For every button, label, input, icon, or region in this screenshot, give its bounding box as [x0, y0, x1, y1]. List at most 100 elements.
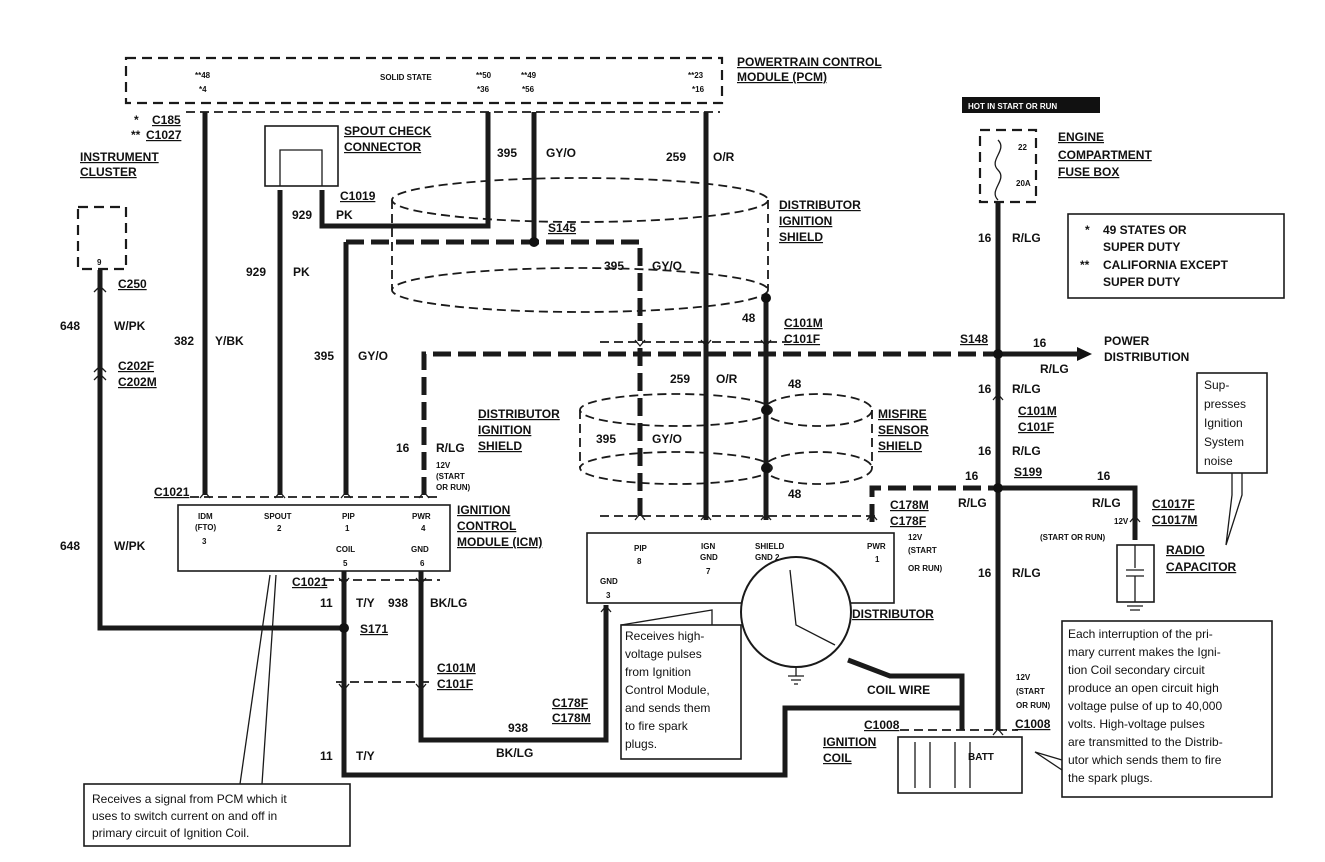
- capacitor-icon: [1126, 545, 1144, 611]
- spout-jumper: [279, 149, 323, 186]
- c1027-prefix: **: [131, 128, 141, 142]
- legend-1-line2: SUPER DUTY: [1103, 240, 1180, 254]
- dist-pin-gnd-num: 3: [606, 591, 611, 600]
- note-pcm-0: Receives a signal from PCM which it: [92, 792, 287, 806]
- dist-shield-mid-2: IGNITION: [478, 423, 531, 437]
- wire-648-b-num: 648: [60, 539, 80, 553]
- misfire-3: SHIELD: [878, 439, 922, 453]
- v12-a-2: (START: [436, 472, 465, 481]
- wire-395-b-num: 395: [604, 259, 624, 273]
- note-int-6: are transmitted to the Distrib-: [1068, 735, 1223, 749]
- c101f-c-label: C101F: [437, 677, 473, 691]
- power-dist-2: DISTRIBUTION: [1104, 350, 1189, 364]
- note-hv-5: to fire spark: [625, 719, 689, 733]
- v12-b-3: OR RUN): [908, 564, 943, 573]
- spout-check-connector: [264, 125, 339, 187]
- legend-2-line2: SUPER DUTY: [1103, 275, 1180, 289]
- s171-splice-dot: [339, 623, 349, 633]
- icm-title-1: IGNITION: [457, 503, 510, 517]
- v12-a-3: OR RUN): [436, 483, 471, 492]
- wire-16-a-num: 16: [396, 441, 410, 455]
- s145-label: S145: [548, 221, 576, 235]
- icm-pin-coil-num: 5: [343, 559, 348, 568]
- wire-259-a-num: 259: [666, 150, 686, 164]
- pcm-pin-36: *36: [477, 85, 490, 94]
- distributor-label: DISTRIBUTOR: [852, 607, 934, 621]
- wire-16-i-num: 16: [978, 566, 992, 580]
- dist-pin-shield-gnd: GND 2: [755, 553, 780, 562]
- dist-pin-pwr: PWR: [867, 542, 886, 551]
- c178m-a-label: C178M: [890, 498, 929, 512]
- wire-648-a-color: W/PK: [114, 319, 146, 333]
- dist-shield-mid-1: DISTRIBUTOR: [478, 407, 560, 421]
- dist-pin-pip: PIP: [634, 544, 648, 553]
- wire-648-a-num: 648: [60, 319, 80, 333]
- icm-pin-pip-num: 1: [345, 524, 350, 533]
- wire-16-h-color: R/LG: [1092, 496, 1121, 510]
- wire-395-a-color: GY/O: [546, 146, 576, 160]
- wire-16-b-num: 16: [978, 231, 992, 245]
- dist-shield-top-2: IGNITION: [779, 214, 832, 228]
- note-int-3: produce an open circuit high: [1068, 681, 1219, 695]
- note-hv-0: Receives high-: [625, 629, 704, 643]
- icm-pin-pwr: PWR: [412, 512, 431, 521]
- wire-16-to-dist: [869, 485, 998, 522]
- connector-chevrons: [199, 339, 1141, 736]
- instrument-cluster: [76, 205, 128, 271]
- wire-382-color: Y/BK: [215, 334, 244, 348]
- wire-929-b-num: 929: [246, 265, 266, 279]
- spout-title-line2: CONNECTOR: [344, 140, 421, 154]
- wire-395-d-color: GY/O: [652, 432, 682, 446]
- note-suppresses: Sup- presses Ignition System noise: [1196, 372, 1268, 546]
- ign-coil-label-1: IGNITION: [823, 735, 876, 749]
- pcm-pin-49: **49: [521, 71, 537, 80]
- pcm-pin-4: *4: [199, 85, 207, 94]
- wire-395-c-num: 395: [314, 349, 334, 363]
- dist-pin-pip-num: 8: [637, 557, 642, 566]
- wire-395-b-color: GY/O: [652, 259, 682, 273]
- s148-splice-dot: [993, 349, 1003, 359]
- note-int-5: volts. High-voltage pulses: [1068, 717, 1205, 731]
- note-hv-4: and sends them: [625, 701, 710, 715]
- wire-929-pcm: [319, 112, 491, 229]
- pcm-pin-56: *56: [522, 85, 535, 94]
- radio-cap-1: RADIO: [1166, 543, 1205, 557]
- icm-title-3: MODULE (ICM): [457, 535, 542, 549]
- wire-48-c: 48: [788, 487, 802, 501]
- fuse-number: 22: [1018, 143, 1027, 152]
- wire-395-d-num: 395: [596, 432, 616, 446]
- ignition-control-module: [177, 504, 451, 572]
- c101m-c-label: C101M: [437, 661, 476, 675]
- note-suppress-4: noise: [1204, 454, 1233, 468]
- c101m-b-label: C101M: [1018, 404, 1057, 418]
- note-pcm-signal: Receives a signal from PCM which it uses…: [83, 574, 351, 847]
- icm-pin-fto: (FTO): [195, 523, 217, 532]
- note-pcm-1: uses to switch current on and off in: [92, 809, 277, 823]
- c101f-a-label: C101F: [784, 332, 820, 346]
- wire-11-b-num: 11: [320, 749, 333, 763]
- c202m-label: C202M: [118, 375, 157, 389]
- wire-16-f-num: 16: [965, 469, 979, 483]
- pcm-solid-state: SOLID STATE: [380, 73, 432, 82]
- c1027-label: C1027: [146, 128, 182, 142]
- hot-banner-text: HOT IN START OR RUN: [968, 102, 1057, 111]
- wire-938-a-num: 938: [388, 596, 408, 610]
- ignition-coil: [897, 736, 1023, 794]
- coil-batt-label: BATT: [968, 752, 994, 763]
- distributor-ground-icon: [788, 667, 804, 685]
- note-hv-2: from Ignition: [625, 665, 691, 679]
- legend-2-line1: CALIFORNIA EXCEPT: [1103, 258, 1229, 272]
- wire-16-f-color: R/LG: [958, 496, 987, 510]
- note-int-7: utor which sends them to fire: [1068, 753, 1222, 767]
- wire-11-coil: [341, 571, 965, 778]
- wire-929-a-color: PK: [336, 208, 353, 222]
- s199-label: S199: [1014, 465, 1042, 479]
- note-int-8: the spark plugs.: [1068, 771, 1153, 785]
- c1017f-label: C1017F: [1152, 497, 1195, 511]
- wire-16-c-color: R/LG: [1040, 362, 1069, 376]
- c101f-b-label: C101F: [1018, 420, 1054, 434]
- wire-16-radio: [998, 485, 1138, 540]
- wire-648-b-color: W/PK: [114, 539, 146, 553]
- fuse-icon: [994, 139, 1002, 201]
- wire-938-b-num: 938: [508, 721, 528, 735]
